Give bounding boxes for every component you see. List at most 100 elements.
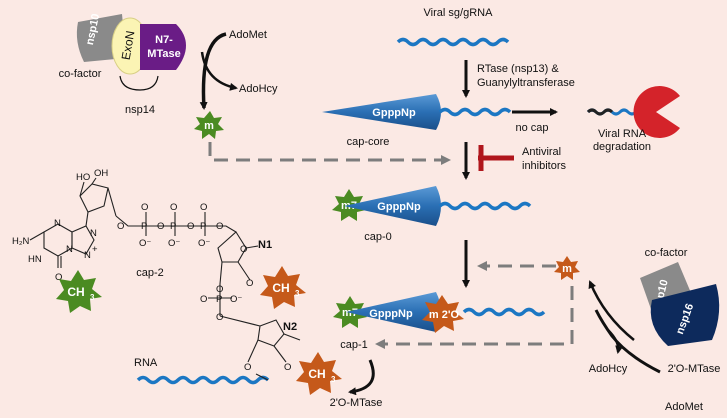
- o-label-1: O: [117, 221, 124, 232]
- m-label-green: m: [204, 120, 214, 132]
- n2-label: N2: [283, 321, 297, 333]
- rna-bottom: RNA: [134, 357, 270, 385]
- p-label-3: P: [200, 221, 206, 232]
- n-plus-label: N: [84, 250, 91, 261]
- n-b-label: N: [90, 228, 97, 239]
- ch3-sub-green: 3: [90, 293, 95, 302]
- grey-dashed-arrow-bottom: [375, 286, 574, 349]
- o-label-2: O: [157, 221, 164, 232]
- ch3-sub-orange-n1: 3: [295, 289, 300, 298]
- ribose-2: [217, 231, 247, 263]
- ch3-label-orange-n2: CH: [308, 367, 325, 381]
- cap-core-label: cap-core: [347, 136, 390, 148]
- cap0-step: Antiviral inhibitors: [462, 142, 567, 180]
- mtase-label-right: 2'O-MTase: [668, 363, 721, 375]
- ch3-star-orange-n2: CH 3: [296, 352, 342, 395]
- plus-label: +: [92, 244, 98, 255]
- degradation-label-2: degradation: [593, 141, 651, 153]
- methyl-star-green-top: m: [194, 111, 224, 139]
- viral-rna-top: Viral sg/gRNA RTase (nsp13) & Guanylyltr…: [396, 7, 575, 98]
- ch3-sub-orange-n2: 3: [331, 375, 336, 384]
- o-label-4: O: [216, 221, 223, 232]
- gpppnp-label-core: GpppNp: [372, 107, 416, 119]
- pacman-icon: [633, 86, 680, 139]
- m2o-star-cap1: [422, 295, 464, 333]
- n7-mtase-label-2: MTase: [147, 48, 180, 60]
- gpppnp-label-cap1: GpppNp: [369, 308, 413, 320]
- cap-0: m7 GpppNp cap-0: [332, 186, 532, 243]
- degradation-path: no cap Viral RNA degradation: [512, 86, 680, 153]
- adohcy-label-top: AdoHcy: [239, 83, 278, 95]
- o-ring-label-2: O: [240, 244, 247, 255]
- o-label-5: O: [216, 284, 223, 295]
- ribose-3: [257, 319, 285, 347]
- m2o-label-cap1: m 2'O: [429, 309, 460, 321]
- n1-label: N1: [258, 239, 272, 251]
- ch3-label-orange-n1: CH: [272, 281, 289, 295]
- m-label-orange: m: [562, 263, 572, 275]
- degradation-label-1: Viral RNA: [598, 128, 647, 140]
- ch3-star-green: CH 3: [56, 270, 102, 313]
- o-label-7: O: [246, 278, 253, 289]
- hn-label: HN: [28, 254, 42, 265]
- o-label-8: O: [284, 362, 291, 373]
- carbonyl-o-label: O: [55, 272, 62, 283]
- p-label-1: P: [141, 221, 147, 232]
- o-eq-label-1: O: [141, 202, 148, 213]
- cap-core: GpppNp cap-core: [322, 94, 512, 148]
- gpppnp-label-cap0: GpppNp: [377, 201, 421, 213]
- adomet-label-top: AdoMet: [229, 29, 267, 41]
- cap2-structure: [29, 177, 301, 363]
- cap-1-label: cap-1: [340, 339, 368, 351]
- rtase-label-1: RTase (nsp13) &: [477, 63, 559, 75]
- o-label-6: O: [216, 312, 223, 323]
- structure-labels: H₂N HN O N N N N + HO OH O P O O⁻ O P O …: [12, 168, 297, 373]
- nsp16-complex: co-factor nsp10 nsp16 AdoHcy 2'O-MTase A…: [588, 247, 721, 413]
- ominus-label-3: O⁻: [198, 238, 210, 249]
- adomet-reaction-top: AdoMet AdoHcy: [199, 29, 278, 110]
- cofactor-label-left: co-factor: [59, 68, 102, 80]
- methyl-star-orange-right: m: [554, 256, 580, 280]
- no-cap-label: no cap: [515, 122, 548, 134]
- o-eq-label-4: O: [200, 294, 207, 305]
- nsp14-complex: nsp10 ExoN N7- MTase co-factor nsp14: [59, 13, 186, 116]
- rna-label: RNA: [134, 357, 158, 369]
- cap-0-label: cap-0: [364, 231, 392, 243]
- cap-core-cone: [322, 94, 441, 130]
- p-label-4: P: [216, 294, 222, 305]
- cofactor-label-right: co-factor: [645, 247, 688, 259]
- cap-1: m7 GpppNp m 2'O cap-1: [333, 292, 546, 351]
- n-a-label: N: [54, 218, 61, 229]
- ribose-1: [79, 183, 109, 213]
- nsp16-shape: [650, 284, 720, 346]
- guanine-ring-5: [71, 225, 95, 255]
- o-label-3: O: [187, 221, 194, 232]
- viral-rna-label: Viral sg/gRNA: [424, 7, 494, 19]
- cap-1-cone: [346, 292, 441, 332]
- h2n-label: H₂N: [12, 236, 30, 247]
- n-c-label: N: [66, 244, 73, 255]
- cap-2-label: cap-2: [136, 267, 164, 279]
- oh-label: OH: [94, 168, 108, 179]
- n7-mtase-label-1: N7-: [155, 34, 173, 46]
- nsp14-label: nsp14: [125, 104, 155, 116]
- ominus-label-2: O⁻: [168, 238, 180, 249]
- antiviral-label-1: Antiviral: [522, 146, 561, 158]
- nsp14-brace: [119, 75, 159, 91]
- rtase-label-2: Guanylyltransferase: [477, 77, 575, 89]
- ominus-label-1: O⁻: [139, 238, 151, 249]
- n7-mtase-shape: [140, 24, 186, 70]
- adohcy-label-right: AdoHcy: [589, 363, 628, 375]
- o-eq-label-2: O: [170, 202, 177, 213]
- mtase-bottom-arrow: 2'O-MTase: [330, 359, 383, 409]
- adomet-label-right: AdoMet: [665, 401, 703, 413]
- ch3-label-green: CH: [67, 285, 84, 299]
- ho-label: HO: [76, 172, 90, 183]
- m7-label-cap1: m7: [342, 307, 358, 319]
- exon-label: ExoN: [119, 30, 138, 61]
- ch3-star-orange-n1: CH 3: [260, 266, 306, 309]
- mtase-label-bottom: 2'O-MTase: [330, 397, 383, 409]
- o-eq-label-3: O: [200, 202, 207, 213]
